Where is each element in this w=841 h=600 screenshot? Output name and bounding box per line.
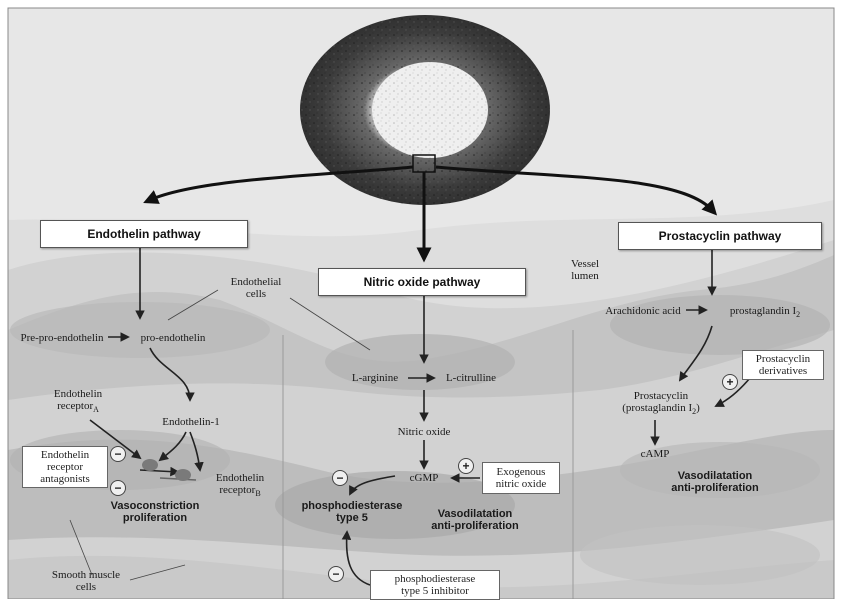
arachidonic-acid-label: Arachidonic acid xyxy=(600,305,686,317)
endothelin-receptor-b-label: Endothelin receptorB xyxy=(202,472,278,500)
exogenous-nitric-oxide-box: Exogenous nitric oxide xyxy=(482,462,560,494)
endothelin-receptor-antagonists-box: Endothelin receptor antagonists xyxy=(22,446,108,488)
smooth-muscle-cells-label: Smooth muscle cells xyxy=(36,569,136,593)
pre-pro-endothelin-label: Pre-pro-endothelin xyxy=(16,332,108,344)
vasodilatation-mid-label: Vasodilatation anti-proliferation xyxy=(420,508,530,532)
l-citrulline-label: L-citrulline xyxy=(438,372,504,384)
endothelin-pathway-box: Endothelin pathway xyxy=(40,220,248,248)
prostaglandin-i2-text: prostaglandin I xyxy=(730,305,796,317)
prostacyclin-paren-close: ) xyxy=(696,402,700,414)
minus-sign-receptor-b: − xyxy=(110,480,126,496)
vasoconstriction-label: Vasoconstriction proliferation xyxy=(100,500,210,524)
endothelin-receptor-a-label: Endothelin receptorA xyxy=(40,388,116,416)
endothelin-receptor-a-subscript: A xyxy=(93,405,99,414)
prostaglandin-i2-subscript: 2 xyxy=(796,310,800,319)
endothelin-1-label: Endothelin-1 xyxy=(155,416,227,428)
endothelin-receptor-b xyxy=(175,469,191,481)
prostacyclin-derivatives-box: Prostacyclin derivatives xyxy=(742,350,824,380)
prostacyclin-paren-text: (prostaglandin I xyxy=(622,402,692,414)
vasodilatation-right-label: Vasodilatation anti-proliferation xyxy=(660,470,770,494)
prostacyclin-pathway-box: Prostacyclin pathway xyxy=(618,222,822,250)
endothelin-receptor-b-subscript: B xyxy=(255,489,260,498)
pde5-label: phosphodiesterase type 5 xyxy=(292,500,412,524)
prostacyclin-text: Prostacyclin xyxy=(634,390,688,402)
l-arginine-label: L-arginine xyxy=(342,372,408,384)
endothelin-receptor-a xyxy=(142,459,158,471)
nitric-oxide-pathway-box: Nitric oxide pathway xyxy=(318,268,526,296)
cgmp-label: cGMP xyxy=(396,472,452,484)
prostacyclin-label: Prostacyclin(prostaglandin I2) xyxy=(606,390,716,418)
plus-sign-exogenous: + xyxy=(458,458,474,474)
pde5-inhibitor-box: phosphodiesterase type 5 inhibitor xyxy=(370,570,500,600)
minus-sign-pde5-inhibitor: − xyxy=(328,566,344,582)
prostaglandin-i2-label: prostaglandin I2 xyxy=(712,305,818,321)
minus-sign-receptor-a: − xyxy=(110,446,126,462)
minus-sign-pde5: − xyxy=(332,470,348,486)
pro-endothelin-label: pro-endothelin xyxy=(132,332,214,344)
nitric-oxide-label: Nitric oxide xyxy=(384,426,464,438)
camp-label: cAMP xyxy=(630,448,680,460)
endothelial-cells-label: Endothelial cells xyxy=(222,276,290,300)
plus-sign-prostacyclin: + xyxy=(722,374,738,390)
vessel-lumen-label: Vessel lumen xyxy=(560,258,610,282)
